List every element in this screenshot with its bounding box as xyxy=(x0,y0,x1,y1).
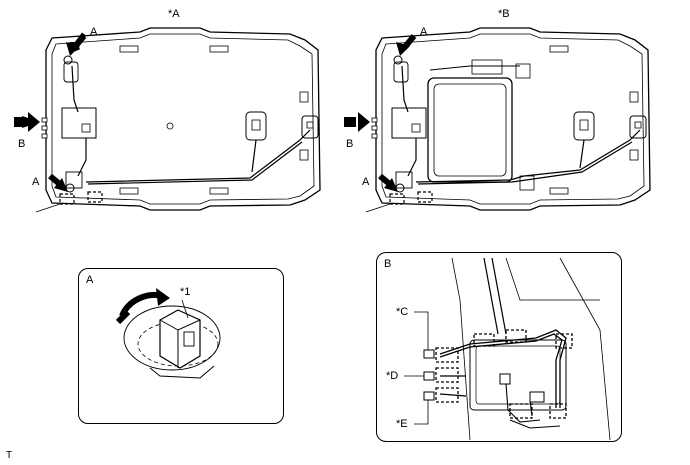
callout-b-left: B xyxy=(18,138,26,150)
detail-a-drawing xyxy=(115,288,221,379)
callout-a-top-left: A xyxy=(90,26,98,38)
part-label-1: *1 xyxy=(180,286,191,298)
view-b-headliner xyxy=(344,27,651,213)
label-d: *D xyxy=(386,370,399,382)
callout-a-top-right: A xyxy=(420,26,428,38)
detail-b-panel xyxy=(376,252,622,442)
callout-a-bottom-left: A xyxy=(32,176,40,188)
callout-b-right: B xyxy=(346,138,354,150)
view-a-headliner xyxy=(14,27,321,213)
footer-code: T xyxy=(6,450,13,461)
detail-b-drawing xyxy=(404,257,611,441)
detail-b-title: B xyxy=(384,258,392,270)
label-c: *C xyxy=(396,306,409,318)
label-e: *E xyxy=(396,418,408,430)
view-a-title: *A xyxy=(168,8,180,20)
detail-a-title: A xyxy=(86,274,94,286)
view-b-title: *B xyxy=(498,8,510,20)
detail-a-panel xyxy=(78,268,284,424)
callout-a-bottom-right: A xyxy=(362,176,370,188)
